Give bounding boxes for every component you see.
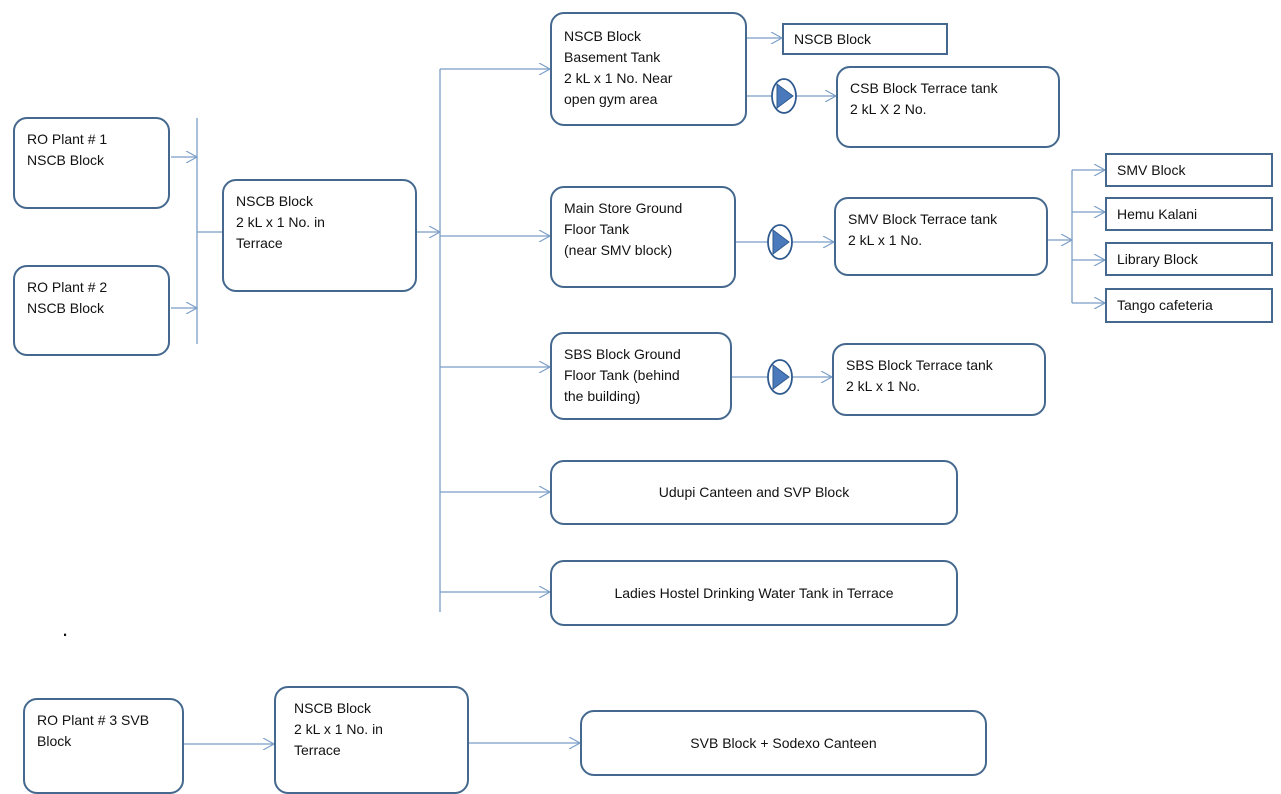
node-csb-terrace-tank: CSB Block Terrace tank 2 kL X 2 No. [836, 66, 1060, 148]
pump-icons [767, 78, 797, 395]
node-sbs-ground-tank: SBS Block Ground Floor Tank (behind the … [550, 332, 732, 420]
node-ladies-hostel: Ladies Hostel Drinking Water Tank in Ter… [550, 560, 958, 626]
node-library-block: Library Block [1105, 242, 1273, 276]
node-tango-cafeteria: Tango cafeteria [1105, 288, 1273, 323]
pump-icon-2 [767, 224, 793, 260]
node-ro-plant-2: RO Plant # 2 NSCB Block [13, 265, 170, 356]
node-main-store-tank: Main Store Ground Floor Tank (near SMV b… [550, 186, 736, 288]
node-basement-tank: NSCB Block Basement Tank 2 kL x 1 No. Ne… [550, 12, 747, 126]
node-hemu-kalani: Hemu Kalani [1105, 197, 1273, 231]
node-svb-sodexo: SVB Block + Sodexo Canteen [580, 710, 987, 776]
pump-icon-3 [767, 359, 793, 395]
node-ro-plant-3: RO Plant # 3 SVB Block [23, 698, 184, 794]
node-udupi-canteen: Udupi Canteen and SVP Block [550, 460, 958, 525]
separator-dot: . [62, 616, 69, 641]
node-sbs-terrace-tank: SBS Block Terrace tank 2 kL x 1 No. [832, 343, 1046, 416]
node-smv-block: SMV Block [1105, 153, 1273, 187]
node-nscb-terrace: NSCB Block 2 kL x 1 No. in Terrace [222, 179, 417, 292]
node-nscb-block: NSCB Block [782, 23, 948, 55]
node-ro-plant-1: RO Plant # 1 NSCB Block [13, 117, 170, 209]
node-nscb-terrace-2: NSCB Block 2 kL x 1 No. in Terrace [274, 686, 469, 794]
node-smv-terrace-tank: SMV Block Terrace tank 2 kL x 1 No. [834, 197, 1048, 276]
pump-icon-1 [771, 78, 797, 114]
